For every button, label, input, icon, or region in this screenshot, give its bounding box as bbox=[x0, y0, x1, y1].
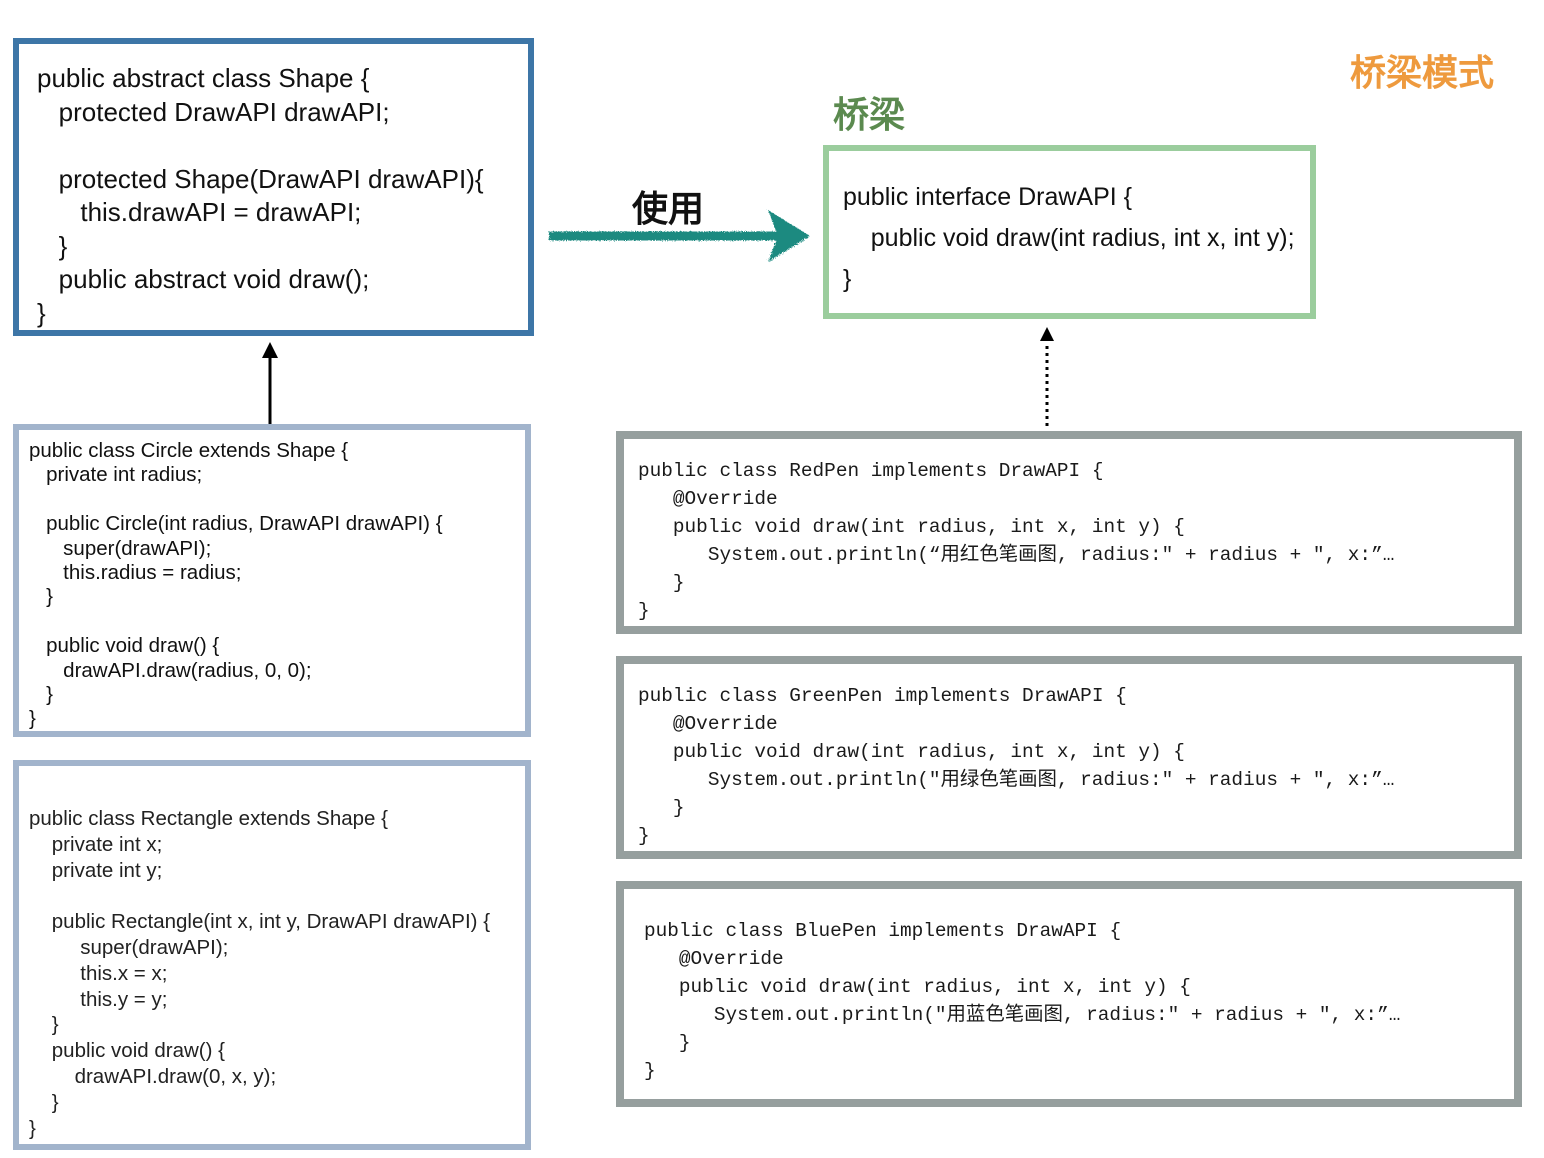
rectangle-class-box: public class Rectangle extends Shape { p… bbox=[13, 760, 531, 1150]
greenpen-class-code: public class GreenPen implements DrawAPI… bbox=[638, 685, 1395, 847]
drawapi-interface-code: public interface DrawAPI { public void d… bbox=[843, 183, 1295, 293]
greenpen-class-box: public class GreenPen implements DrawAPI… bbox=[616, 656, 1522, 859]
redpen-class-box: public class RedPen implements DrawAPI {… bbox=[616, 431, 1522, 634]
use-label: 使用 bbox=[632, 188, 705, 229]
diagram-title: 桥梁模式 bbox=[1350, 52, 1495, 93]
redpen-class-code: public class RedPen implements DrawAPI {… bbox=[638, 460, 1395, 622]
bridge-label: 桥梁 bbox=[833, 94, 906, 135]
shape-class-box: public abstract class Shape { protected … bbox=[13, 38, 534, 336]
rectangle-class-code: public class Rectangle extends Shape { p… bbox=[29, 807, 491, 1140]
drawapi-interface-box: public interface DrawAPI { public void d… bbox=[823, 145, 1316, 319]
implementation-arrow bbox=[1040, 327, 1054, 426]
bluepen-class-box: public class BluePen implements DrawAPI … bbox=[616, 881, 1522, 1107]
circle-class-box: public class Circle extends Shape { priv… bbox=[13, 424, 531, 737]
circle-class-code: public class Circle extends Shape { priv… bbox=[29, 439, 443, 731]
uses-arrow bbox=[549, 210, 810, 262]
bluepen-class-code: public class BluePen implements DrawAPI … bbox=[644, 920, 1401, 1082]
shape-class-code: public abstract class Shape { protected … bbox=[37, 63, 484, 328]
inheritance-arrow bbox=[262, 342, 278, 424]
